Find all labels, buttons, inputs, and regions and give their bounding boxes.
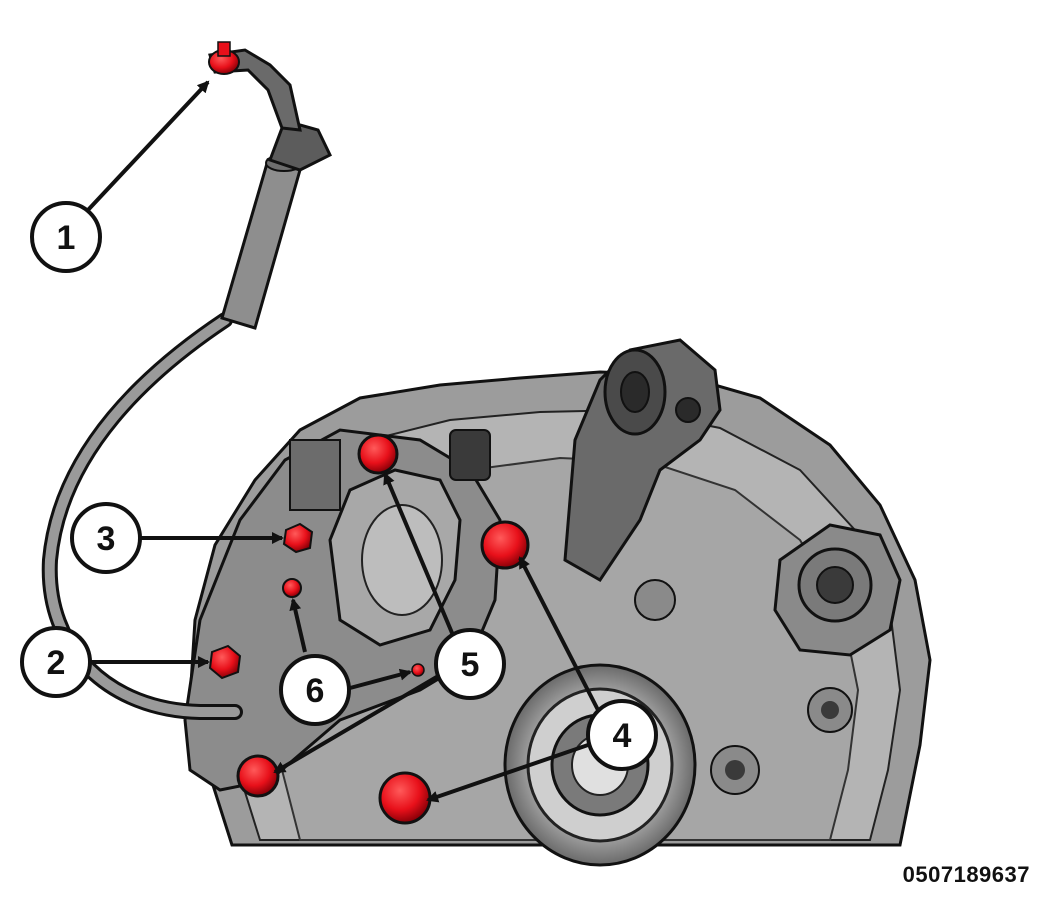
callout-2: 2 [20, 626, 92, 698]
knuckle-bolt-lower [378, 771, 432, 825]
bracket-bolt [208, 41, 240, 75]
callout-6: 6 [279, 654, 351, 726]
leader-4a [518, 556, 600, 711]
knuckle-bolt-upper [480, 520, 530, 570]
caliper-bracket-bolt-lower [236, 754, 280, 798]
callout-3-label: 3 [97, 520, 116, 558]
callout-2-label: 2 [47, 644, 66, 682]
callout-6-label: 6 [306, 672, 325, 710]
callout-4-label: 4 [613, 717, 632, 755]
caliper-guide-pin-bolt [282, 578, 425, 677]
caliper-bracket-bolt-upper [357, 433, 399, 475]
bleeder-screw [282, 522, 314, 554]
leader-1 [86, 80, 210, 212]
hose-banjo-bolt [208, 644, 242, 680]
leader-4b [426, 743, 589, 803]
callout-1-label: 1 [57, 219, 76, 257]
callout-3: 3 [70, 502, 142, 574]
leader-6b [349, 668, 412, 690]
knuckle-arm [563, 338, 722, 582]
callout-4: 4 [586, 699, 658, 771]
callout-5: 5 [434, 628, 506, 700]
figure-id: 0507189637 [902, 862, 1030, 887]
leader-6a [289, 598, 307, 653]
leader-5b [273, 673, 442, 774]
lower-arm-bushing [634, 523, 902, 795]
callout-5-label: 5 [461, 646, 480, 684]
callout-1: 1 [30, 201, 102, 273]
leader-lines [86, 80, 600, 803]
leader-5a [383, 472, 457, 641]
brake-caliper [183, 428, 502, 792]
brake-hose [41, 48, 332, 720]
